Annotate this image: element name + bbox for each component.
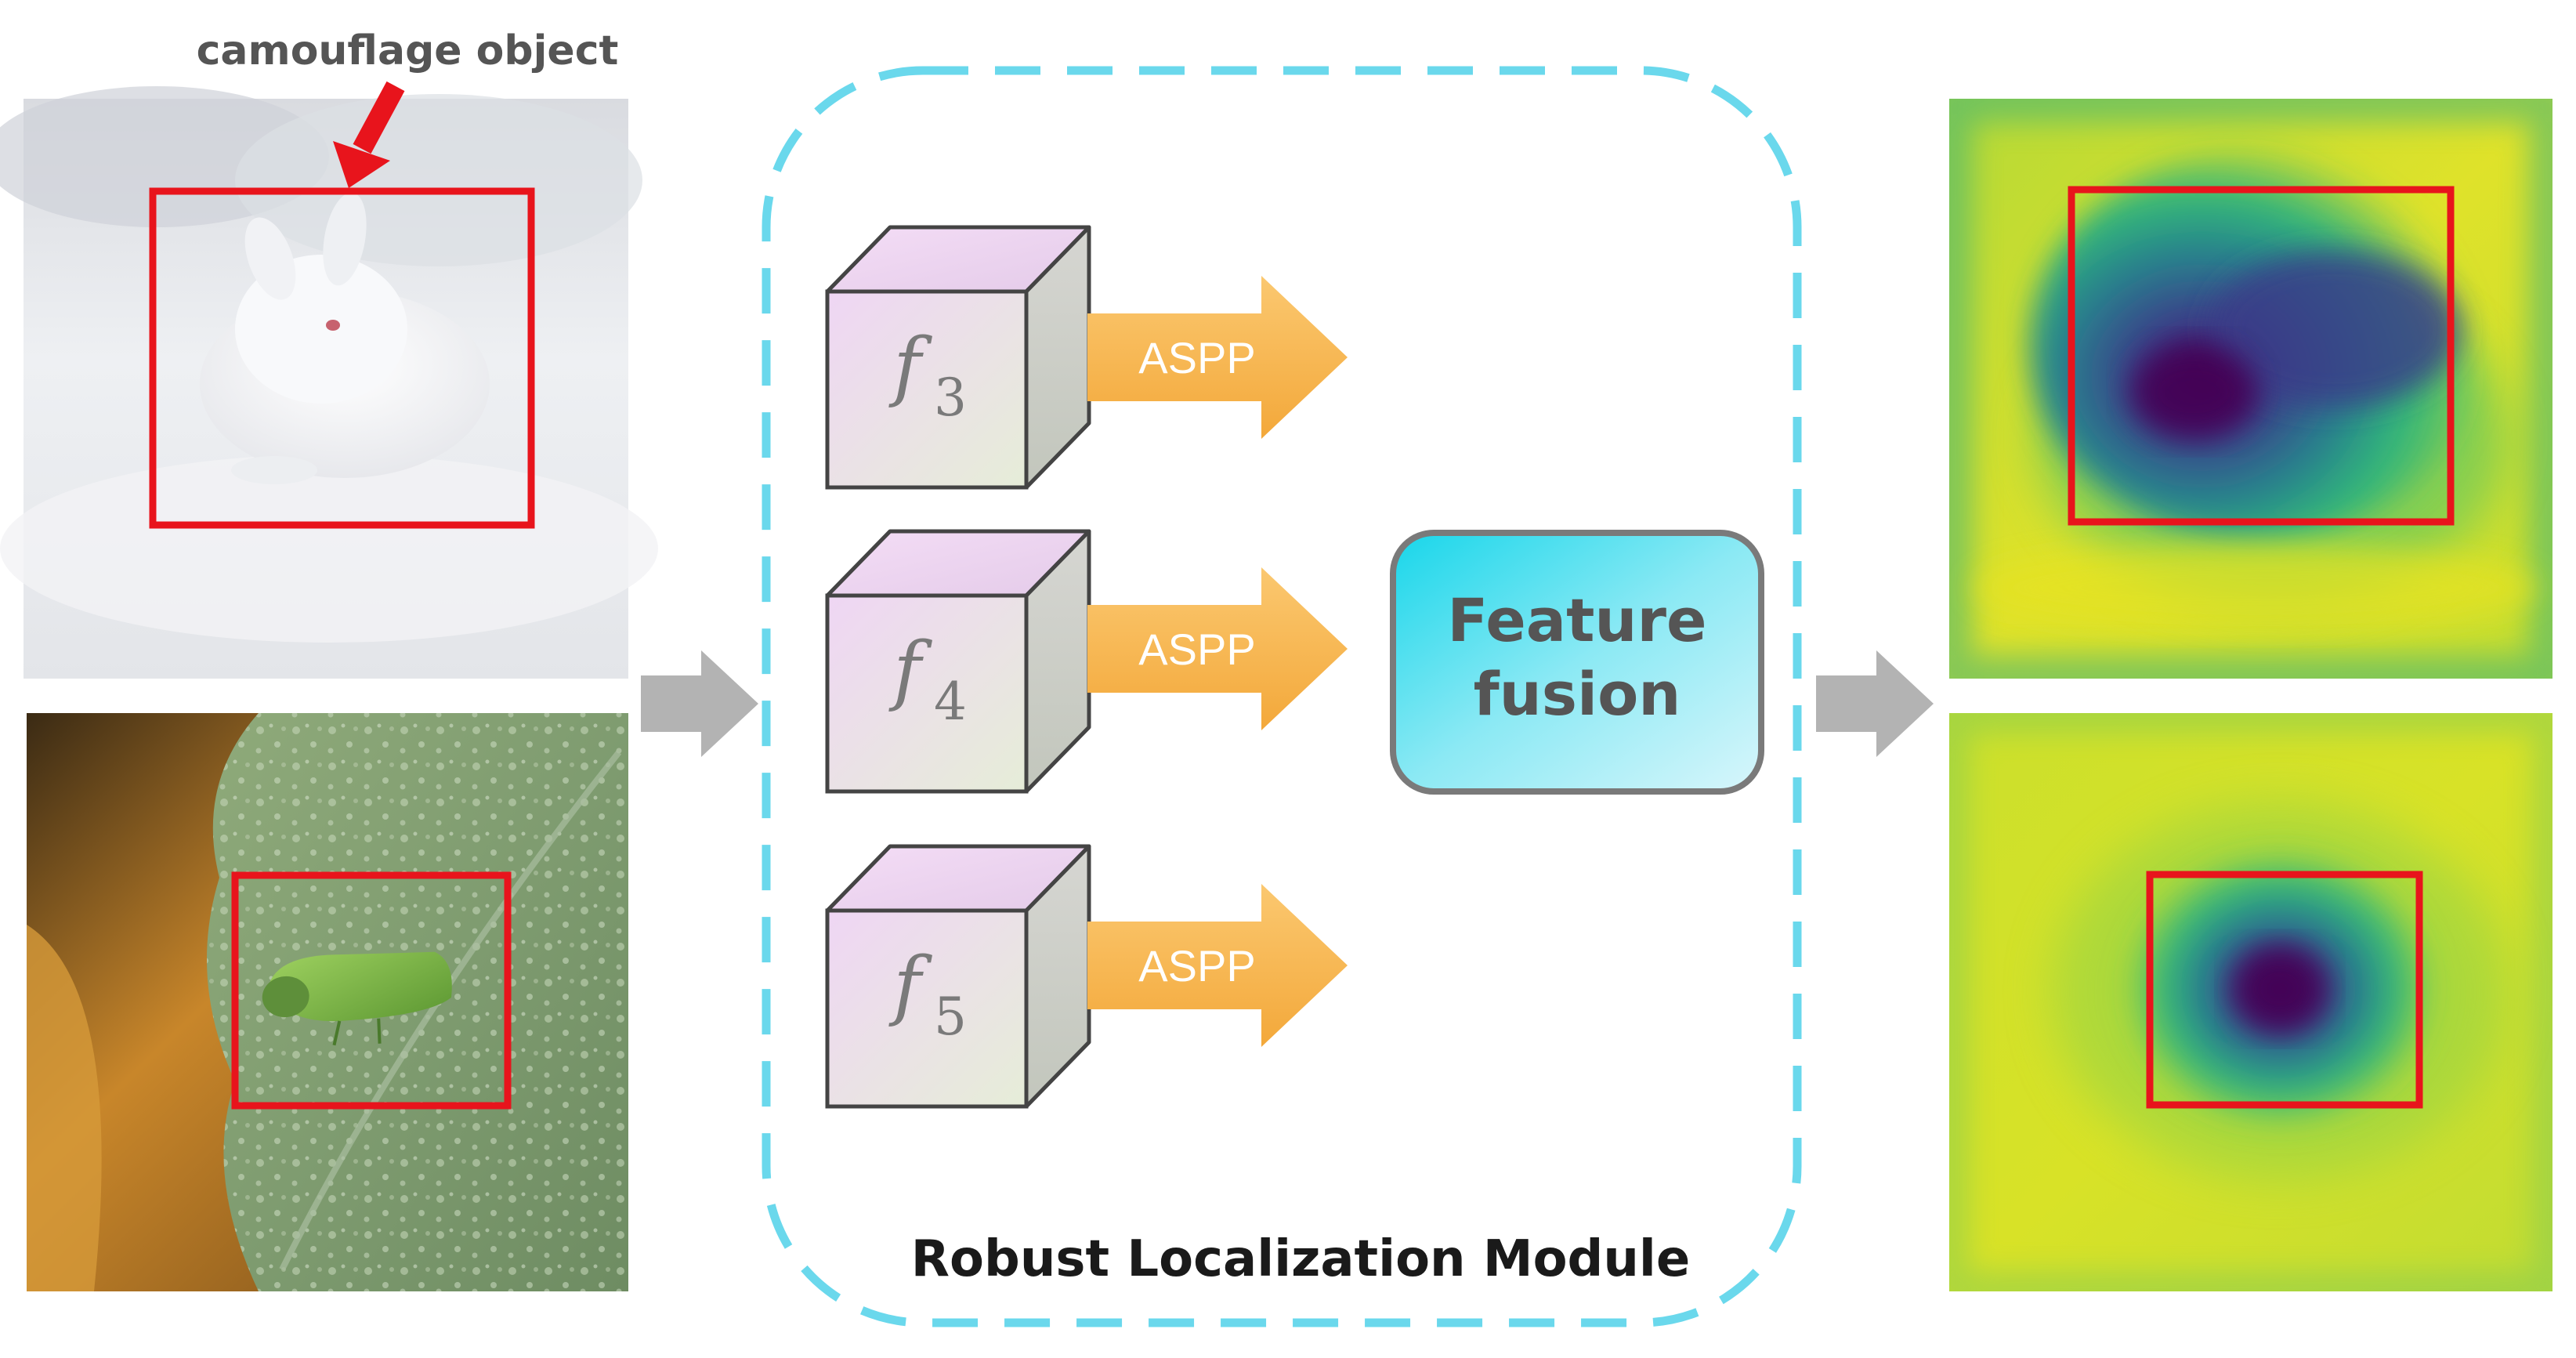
output-heatmap-1	[1949, 99, 2552, 679]
bbox-rabbit	[149, 187, 535, 529]
cube-f5: f 5	[825, 844, 1091, 1109]
feature-subscript: 4	[934, 672, 967, 732]
aspp-arrow-f5: ASPP	[1087, 884, 1348, 1047]
aspp-label: ASPP	[1138, 625, 1255, 674]
aspp-arrow-f3: ASPP	[1087, 276, 1348, 439]
feature-row-f5: f 5 ASPP	[825, 844, 1348, 1109]
fusion-line-1: Feature	[1447, 585, 1706, 655]
annotation-arrow	[333, 81, 405, 188]
output-heatmap-2	[1949, 713, 2552, 1291]
annotation-label: camouflage object	[197, 27, 619, 74]
input-image-leafhopper	[27, 713, 628, 1291]
feature-row-f4: f 4 ASPP	[825, 529, 1348, 794]
aspp-arrow-f4: ASPP	[1087, 567, 1348, 730]
feature-subscript: 3	[934, 368, 967, 428]
feature-fusion-box: Feature fusion	[1390, 530, 1764, 795]
aspp-label: ASPP	[1138, 333, 1255, 382]
aspp-label: ASPP	[1138, 941, 1255, 990]
cube-f4: f 4	[825, 529, 1091, 794]
fusion-line-2: fusion	[1474, 659, 1681, 729]
module-title: Robust Localization Module	[911, 1230, 1691, 1288]
bbox-heatmap-2	[2146, 871, 2423, 1109]
feature-row-f3: f 3 ASPP	[825, 225, 1348, 490]
bbox-heatmap-1	[2068, 186, 2455, 526]
cube-f3: f 3	[825, 225, 1091, 490]
feature-subscript: 5	[934, 987, 967, 1047]
input-image-rabbit	[0, 86, 658, 679]
arrow-input-to-module	[641, 650, 758, 757]
bbox-insect	[231, 871, 512, 1110]
arrow-module-to-output	[1816, 650, 1934, 757]
